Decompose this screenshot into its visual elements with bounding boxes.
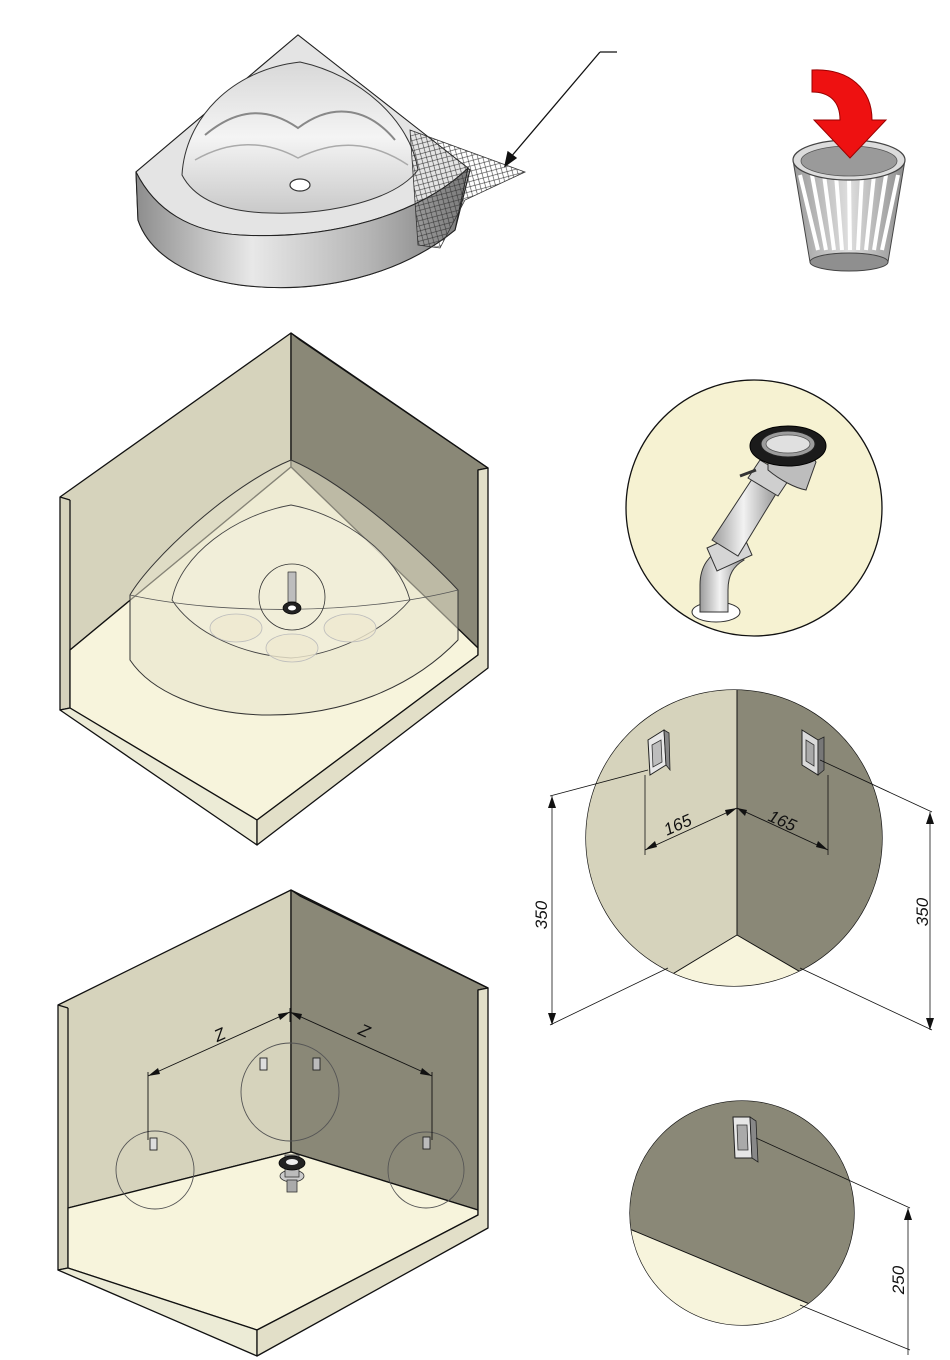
wall-brackets-detail: 165 165 350 350 xyxy=(532,660,934,1030)
waste-bin-icon xyxy=(793,140,905,271)
room-corner-with-brackets xyxy=(58,890,488,1356)
protective-film-icon xyxy=(410,130,525,248)
wall-bracket-icon xyxy=(733,1117,758,1162)
dim-height-single: 250 xyxy=(889,1265,908,1295)
room-corner-with-tray xyxy=(60,333,488,845)
dim-height-left: 350 xyxy=(532,900,551,929)
drain-siphon-detail xyxy=(626,380,882,636)
single-bracket-detail: 250 xyxy=(620,1090,912,1355)
dim-height-right: 350 xyxy=(913,897,932,926)
leader-line xyxy=(505,52,617,166)
